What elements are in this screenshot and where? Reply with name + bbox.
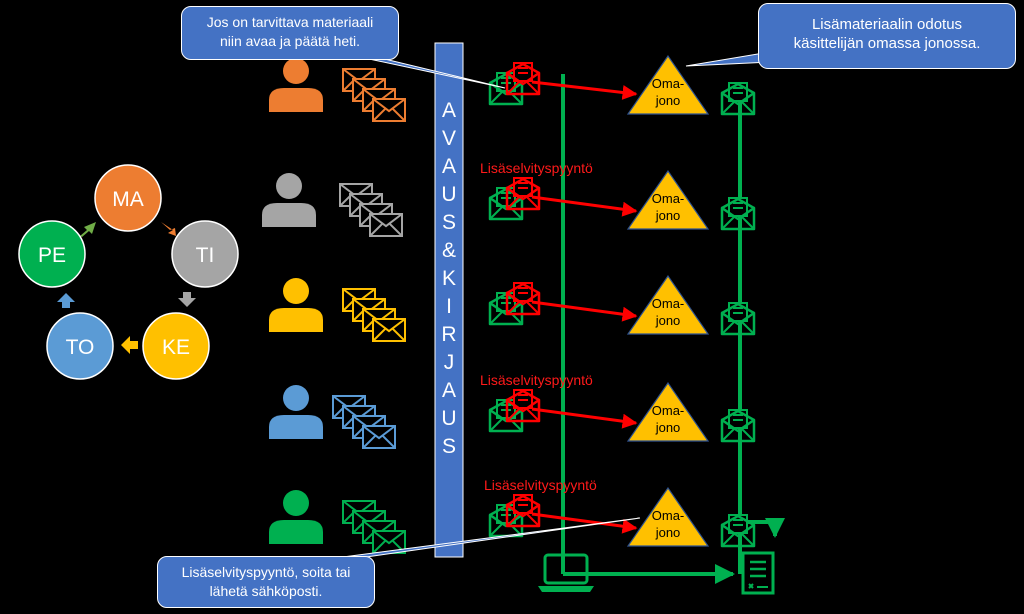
queue-label: Oma- [652,296,685,311]
envelope-icon [372,318,406,342]
callout-bottom-left-line2: lähetä sähköposti. [209,583,323,599]
weekday-to-label: TO [66,336,95,359]
laptop-icon [538,553,594,592]
envelope-icon [369,213,403,237]
envelope-stack-icon [339,183,403,237]
open-envelope-icon [720,82,756,116]
opening-column-letter: A [442,155,456,178]
queue-triangle: Oma-jono [626,381,710,442]
red-arrow [531,195,638,217]
opening-column-letter: S [442,211,456,234]
opening-column-letter: U [441,183,456,206]
callout-top-left-line2: niin avaa ja päätä heti. [219,33,361,49]
person-rows [262,58,406,554]
request-label: Lisäselvityspyyntö [480,372,593,388]
open-envelope-icon [720,302,756,336]
weekday-ma: MA [94,164,162,232]
opening-column-letter: J [444,351,455,374]
queue-label: jono [655,208,681,223]
opening-column-letter: & [442,239,456,262]
queue-label: Oma- [652,403,685,418]
open-envelope-icon [505,389,541,423]
envelope-stack-icon [332,395,396,449]
queue-label: Oma- [652,76,685,91]
callout-top-left: Jos on tarvittava materiaali niin avaa j… [181,6,399,60]
weekday-to: TO [46,312,114,380]
red-arrow [531,80,638,100]
request-label: Lisäselvityspyyntö [484,477,597,493]
queue-label: Oma- [652,508,685,523]
callout-bottom-left: Lisäselvityspyyntö, soita tai lähetä säh… [157,556,375,608]
red-arrow [531,407,638,429]
envelope-icon [362,425,396,449]
callout-top-right: Lisämateriaalin odotus käsittelijän omas… [758,3,1016,69]
weekday-pe-label: PE [38,244,66,267]
opening-column-letter: A [442,379,456,402]
cycle-arrow-ma-ti [161,222,176,236]
callout-top-right-line2: käsittelijän omassa jonossa. [793,35,981,52]
envelope-stack-icon [342,288,406,342]
queue-triangle: Oma-jono [626,274,710,335]
weekday-ma-label: MA [112,188,144,211]
open-envelope-icon [720,409,756,443]
queue-rows: Oma-jonoLisäselvityspyyntöOma-jonoOma-jo… [480,54,756,548]
callout-top-right-line1: Lisämateriaalin odotus [811,16,963,33]
open-envelope-icon [505,282,541,316]
callout-top-left-line1: Jos on tarvittava materiaali [206,14,374,30]
opening-column-letter: U [441,407,456,430]
weekday-ke: KE [142,312,210,380]
weekday-ke-label: KE [162,336,190,359]
cycle-arrow-pe-ma [80,222,96,237]
queue-label: jono [655,93,681,108]
opening-column-letter: A [442,99,456,122]
queue-triangle: Oma-jono [626,169,710,230]
green-arrow-down-right [742,518,785,538]
opening-column-letter: S [442,435,456,458]
envelope-icon [372,98,406,122]
opening-column-letter: K [442,267,456,290]
open-envelope-icon [505,62,541,96]
cycle-arrow-ke-to [121,336,138,354]
weekday-ti: TI [171,220,239,288]
callout-bottom-left-line1: Lisäselvityspyyntö, soita tai [181,564,351,580]
signed-document-icon [741,551,775,595]
weekday-ti-label: TI [196,244,215,267]
envelope-stack-icon [342,68,406,122]
queue-label: jono [655,313,681,328]
opening-column-letter: R [441,323,456,346]
queue-triangle: Oma-jono [626,54,710,115]
open-envelope-icon [720,514,756,548]
queue-label: jono [655,420,681,435]
cycle-arrow-to-pe [57,293,75,308]
red-arrow [531,512,638,534]
person-icon [269,385,323,439]
person-icon [269,58,323,112]
weekday-cycle: MA TI KE TO PE [18,164,239,380]
person-icon [269,490,323,544]
person-icon [262,173,316,227]
queue-triangle: Oma-jono [626,486,710,547]
opening-column-letter: V [442,127,456,150]
weekday-pe: PE [18,220,86,288]
red-arrow [531,300,638,322]
person-icon [269,278,323,332]
request-label: Lisäselvityspyyntö [480,160,593,176]
queue-label: jono [655,525,681,540]
opening-column-letter: I [446,295,452,318]
cycle-arrow-ti-ke [178,292,196,307]
queue-label: Oma- [652,191,685,206]
envelope-stack-icon [342,500,406,554]
open-envelope-icon [720,197,756,231]
